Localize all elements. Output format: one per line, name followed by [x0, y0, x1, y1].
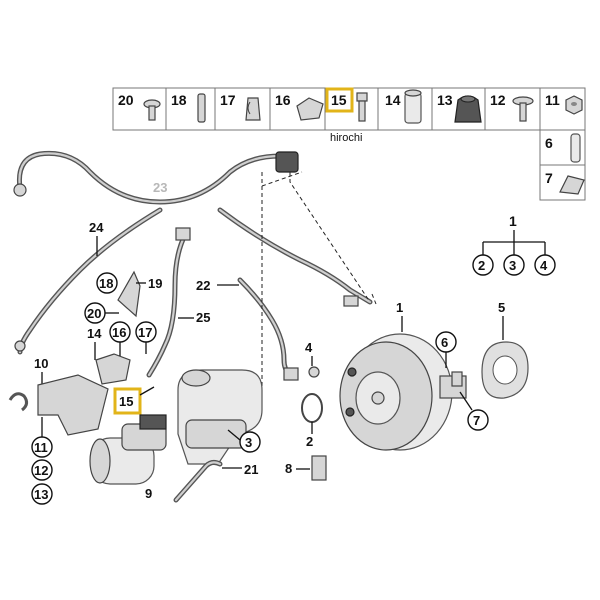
strip-label-12: 12 — [490, 92, 506, 108]
strip-part-grommet-12 — [454, 95, 482, 123]
t-connector — [275, 151, 299, 173]
strip-label-17: 17 — [220, 92, 236, 108]
watermark: hirochi — [330, 132, 362, 144]
legend-label-3: 3 — [509, 258, 516, 273]
callout-15-group: 15 — [113, 386, 155, 415]
strip-part-clip-7 — [559, 175, 585, 195]
callout-8: 8 — [285, 461, 292, 476]
callout-12: 12 — [34, 463, 48, 478]
strip-part-screw-15 — [356, 92, 368, 122]
strip-frame — [112, 87, 586, 131]
callout-18: 18 — [99, 276, 113, 291]
callout-3: 3 — [245, 435, 252, 450]
pin-6-group: 6 — [435, 331, 463, 387]
strip-label-16: 16 — [275, 92, 291, 108]
vacuum-hose-lines — [13, 150, 373, 381]
strip-part-rivet-11 — [512, 96, 534, 122]
brake-fluid-reservoir: 3 — [177, 369, 263, 465]
strip-part-pin-18 — [197, 93, 206, 123]
strip-label-13: 13 — [437, 92, 453, 108]
strip-label-6: 6 — [545, 135, 553, 151]
callout-20: 20 — [87, 306, 101, 321]
strip-highlight-15 — [325, 87, 354, 113]
bracket-10-group: 10 11 12 13 — [8, 356, 109, 505]
assembly-legend: 1 2 3 4 — [472, 213, 556, 276]
callout-17: 17 — [138, 325, 152, 340]
callout-14: 14 — [87, 326, 102, 341]
strip-label-14: 14 — [385, 92, 401, 108]
callout-6: 6 — [441, 335, 448, 350]
vacuum-pump: 9 — [89, 414, 167, 501]
callout-1: 1 — [396, 300, 403, 315]
strip-part-sleeve-13 — [404, 89, 422, 124]
strip-part-pin-6 — [570, 133, 581, 163]
hose-21: 21 — [173, 459, 258, 503]
parts-strip: 20 18 17 16 15 14 13 12 11 6 7 hirochi — [112, 87, 586, 201]
bolt-7-group: 7 — [459, 391, 489, 431]
strip-label-15: 15 — [331, 92, 347, 108]
callout-4: 4 — [305, 340, 313, 355]
legend-label-4: 4 — [540, 258, 548, 273]
strip-label-7: 7 — [545, 170, 553, 186]
callout-21: 21 — [244, 462, 258, 477]
callout-9: 9 — [145, 486, 152, 501]
bracket-group: 18 19 20 — [84, 270, 162, 324]
hose-label-24: 24 — [89, 220, 104, 235]
dashed-assembly-lines — [261, 171, 377, 402]
callout-16: 16 — [112, 325, 126, 340]
gasket-5-group: 5 — [481, 300, 529, 399]
o-ring-group: 2 — [301, 393, 323, 449]
strip-label-20: 20 — [118, 92, 134, 108]
hose-label-22: 22 — [196, 278, 210, 293]
hose-label-23: 23 — [153, 180, 167, 195]
strip-label-18: 18 — [171, 92, 187, 108]
strip-label-11: 11 — [545, 92, 560, 108]
bracket-10 — [37, 374, 109, 436]
callout-15: 15 — [119, 394, 133, 409]
callout-11: 11 — [34, 440, 48, 455]
strip-part-bracket-16 — [296, 97, 324, 121]
hose-label-25: 25 — [196, 310, 210, 325]
callout-13: 13 — [34, 487, 48, 502]
strip-part-clip-17 — [245, 97, 261, 121]
strip-part-nut-3 — [565, 95, 583, 115]
bracket-14 — [95, 353, 131, 385]
callout-5: 5 — [498, 300, 505, 315]
brake-booster: 1 — [339, 300, 467, 451]
cap-4-group: 4 — [305, 340, 320, 378]
legend-label-1: 1 — [509, 213, 517, 229]
strip-part-screw-20 — [143, 99, 161, 121]
bracket-14-group: 14 16 17 — [87, 321, 157, 385]
legend-label-2: 2 — [478, 258, 485, 273]
callout-15-highlight — [113, 387, 142, 415]
bracket-19 — [117, 270, 141, 318]
callout-19: 19 — [148, 276, 162, 291]
callout-2: 2 — [306, 434, 313, 449]
callout-10: 10 — [34, 356, 48, 371]
callout-7: 7 — [473, 413, 480, 428]
bracket-8-group: 8 — [285, 455, 327, 481]
